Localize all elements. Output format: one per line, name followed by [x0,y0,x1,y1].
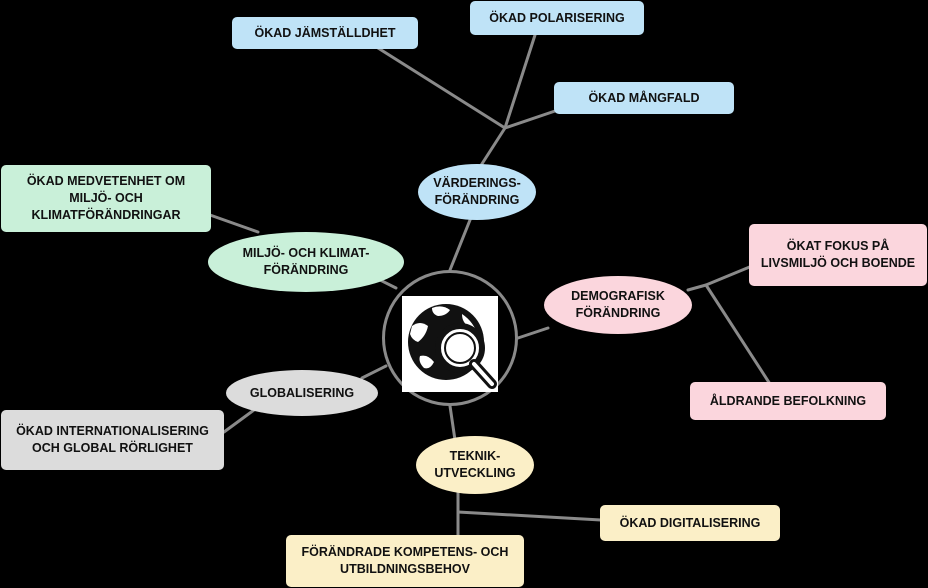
driver-varderingsforandring: VÄRDERINGS- FÖRÄNDRING [418,164,536,220]
effect-okad-polarisering: ÖKAD POLARISERING [470,1,644,35]
connector-hub-varderings [448,208,476,272]
connector-varderings-branch [476,126,507,172]
effect-okad-internationalisering: ÖKAD INTERNATIONALISERING OCH GLOBAL RÖR… [1,410,224,470]
effect-okad-digitalisering: ÖKAD DIGITALISERING [600,505,780,541]
driver-globalisering: GLOBALISERING [226,370,378,416]
effect-okad-mangfald: ÖKAD MÅNGFALD [554,82,734,114]
connector-miljo-medvetenhet [208,213,260,234]
effect-okad-medvetenhet: ÖKAD MEDVETENHET OM MILJÖ- OCH KLIMATFÖR… [1,165,211,232]
connector-hub-demografisk [516,326,550,340]
connector-demografisk-branch [686,283,708,292]
effect-aldrande-befolkning: ÅLDRANDE BEFOLKNING [690,382,886,420]
connector-branch-jamstalldhet [376,46,507,130]
connector-branch-aldrande [704,283,772,386]
effect-okat-fokus-livsmiljo: ÖKAT FOKUS PÅ LIVSMILJÖ OCH BOENDE [749,224,927,286]
effect-okad-jamstalldhet: ÖKAD JÄMSTÄLLDHET [232,17,418,49]
connector-branch-mangfald [503,108,560,130]
driver-demografisk-forandring: DEMOGRAFISK FÖRÄNDRING [544,276,692,334]
connector-hub-globalisering [360,364,388,380]
driver-miljo-och-klimatforandring: MILJÖ- OCH KLIMAT- FÖRÄNDRING [208,232,404,292]
effect-forandrade-kompetensbehov: FÖRÄNDRADE KOMPETENS- OCH UTBILDNINGSBEH… [286,535,524,587]
connector-branch-livsmiljo [704,264,754,287]
connector-hub-teknik [448,404,457,442]
driver-teknikutveckling: TEKNIK- UTVECKLING [416,436,534,494]
connector-branch-polarisering [503,33,537,130]
connector-teknik-digitalisering [456,510,603,522]
connector-globalisering-internationalisering [222,405,260,434]
globe-magnifier-icon [402,296,498,392]
